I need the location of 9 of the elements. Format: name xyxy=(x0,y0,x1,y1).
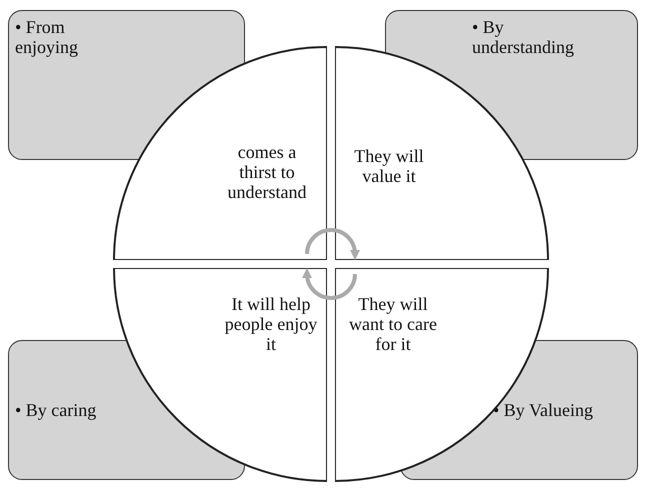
bullet-text: • By caring xyxy=(15,400,96,420)
curved-arrow xyxy=(305,228,360,260)
quadrant-text: comes a thirst to understand xyxy=(226,142,308,202)
bullet-text: • From enjoying xyxy=(15,17,79,57)
quadrant-text: It will help people enjoy it xyxy=(224,294,318,354)
quadrant-text: They will want to care for it xyxy=(348,294,438,354)
quadrant-text: They will value it xyxy=(353,146,425,186)
curved-arrow xyxy=(302,268,357,300)
bullet-text: • By understanding xyxy=(472,17,575,57)
